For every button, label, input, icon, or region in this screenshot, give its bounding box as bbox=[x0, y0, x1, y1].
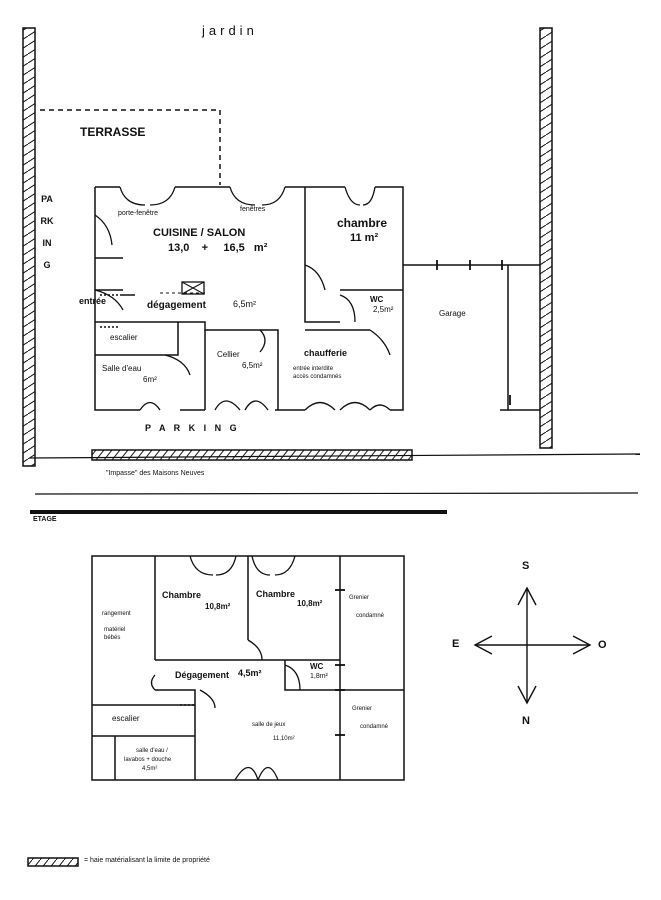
legend-text: = haie matérialisant la limite de propri… bbox=[84, 857, 210, 864]
degagement-upper-area: 4,5m² bbox=[238, 668, 262, 678]
impasse-label: "Impasse" des Maisons Neuves bbox=[106, 470, 205, 477]
chambre-area: 11 m² bbox=[350, 232, 379, 244]
chaufferie-label: chaufferie bbox=[304, 348, 348, 358]
upper-wall-marks bbox=[335, 589, 345, 736]
wc-area: 2,5m² bbox=[373, 305, 394, 314]
left-hedge bbox=[22, 27, 36, 467]
etage-title: ETAGE bbox=[33, 516, 57, 523]
salle-jeux-area: 11,10m² bbox=[273, 736, 295, 742]
salle-eau-label: Salle d'eau bbox=[102, 364, 142, 373]
compass-south-label: S bbox=[522, 560, 530, 572]
porte-fenetre-label: porte-fenêtre bbox=[118, 210, 159, 217]
wc-upper-area: 1,8m² bbox=[310, 673, 328, 680]
salle-eau-area: 6m² bbox=[143, 375, 157, 384]
cellier-label: Cellier bbox=[217, 350, 240, 359]
parking-side-label: PARKING bbox=[40, 194, 54, 270]
grenier2-label-1: Grenier bbox=[352, 706, 373, 712]
separator-line bbox=[34, 492, 639, 495]
garage-label: Garage bbox=[439, 309, 466, 318]
escalier-label: escalier bbox=[110, 333, 138, 342]
upper-doors bbox=[150, 555, 301, 781]
chambre2-area: 10,8m² bbox=[297, 599, 323, 608]
jardin-label: jardin bbox=[202, 23, 258, 38]
garage-door-marks bbox=[436, 260, 511, 405]
salle-eau-upper-area: 4,5m² bbox=[142, 766, 158, 772]
grenier1-label-1: Grenier bbox=[349, 595, 370, 601]
terrace-outline bbox=[40, 109, 221, 185]
rangement-label-2: matériel bbox=[104, 627, 126, 633]
chambre2-label: Chambre bbox=[256, 589, 296, 599]
salle-eau-upper-label-1: salle d'eau / bbox=[136, 748, 168, 754]
degagement-upper-label: Dégagement bbox=[175, 670, 230, 680]
salle-eau-upper-label-2: lavabos + douche bbox=[124, 757, 172, 763]
chambre1-label: Chambre bbox=[162, 590, 202, 600]
wc-upper-label: WC bbox=[310, 662, 324, 671]
rangement-label-1: rangement bbox=[102, 611, 131, 617]
degagement-area: 6,5m² bbox=[233, 299, 257, 309]
upper-floor-walls bbox=[91, 555, 405, 781]
chaufferie-note-2: accès condamnés bbox=[293, 374, 342, 380]
cuisine-salon-area: 13,0 + 16,5 m² bbox=[168, 242, 268, 254]
grenier1-label-2: condamné bbox=[356, 613, 385, 619]
parking-bottom-label: P A R K I N G bbox=[145, 423, 240, 433]
ground-floor-walls bbox=[94, 186, 540, 411]
rangement-label-3: bébés bbox=[104, 635, 121, 641]
cuisine-salon-label: CUISINE / SALON bbox=[153, 227, 246, 239]
ground-doors bbox=[94, 186, 391, 411]
compass-east-label: E bbox=[452, 638, 460, 650]
compass-west-label: O bbox=[598, 639, 607, 651]
chambre-label: chambre bbox=[337, 216, 388, 230]
chaufferie-note-1: entrée interdite bbox=[293, 366, 334, 372]
grenier2-label-2: condamné bbox=[360, 724, 389, 730]
entree-label: entrée bbox=[79, 296, 107, 306]
compass-icon bbox=[473, 586, 592, 705]
compass-north-label: N bbox=[522, 715, 530, 727]
fenetres-label: fenêtres bbox=[240, 206, 266, 213]
cellier-area: 6,5m² bbox=[242, 361, 263, 370]
right-hedge bbox=[539, 27, 553, 449]
degagement-label: dégagement bbox=[147, 300, 206, 311]
wc-label: WC bbox=[370, 295, 384, 304]
street-line bbox=[29, 453, 641, 459]
hedge-legend-swatch bbox=[27, 857, 79, 867]
salle-jeux-label: salle de jeux bbox=[252, 722, 286, 728]
escalier-upper-label: escalier bbox=[112, 714, 140, 723]
stair-symbol bbox=[181, 281, 205, 295]
bottom-hedge bbox=[91, 449, 413, 461]
terrasse-label: TERRASSE bbox=[80, 125, 146, 139]
chambre1-area: 10,8m² bbox=[205, 602, 231, 611]
